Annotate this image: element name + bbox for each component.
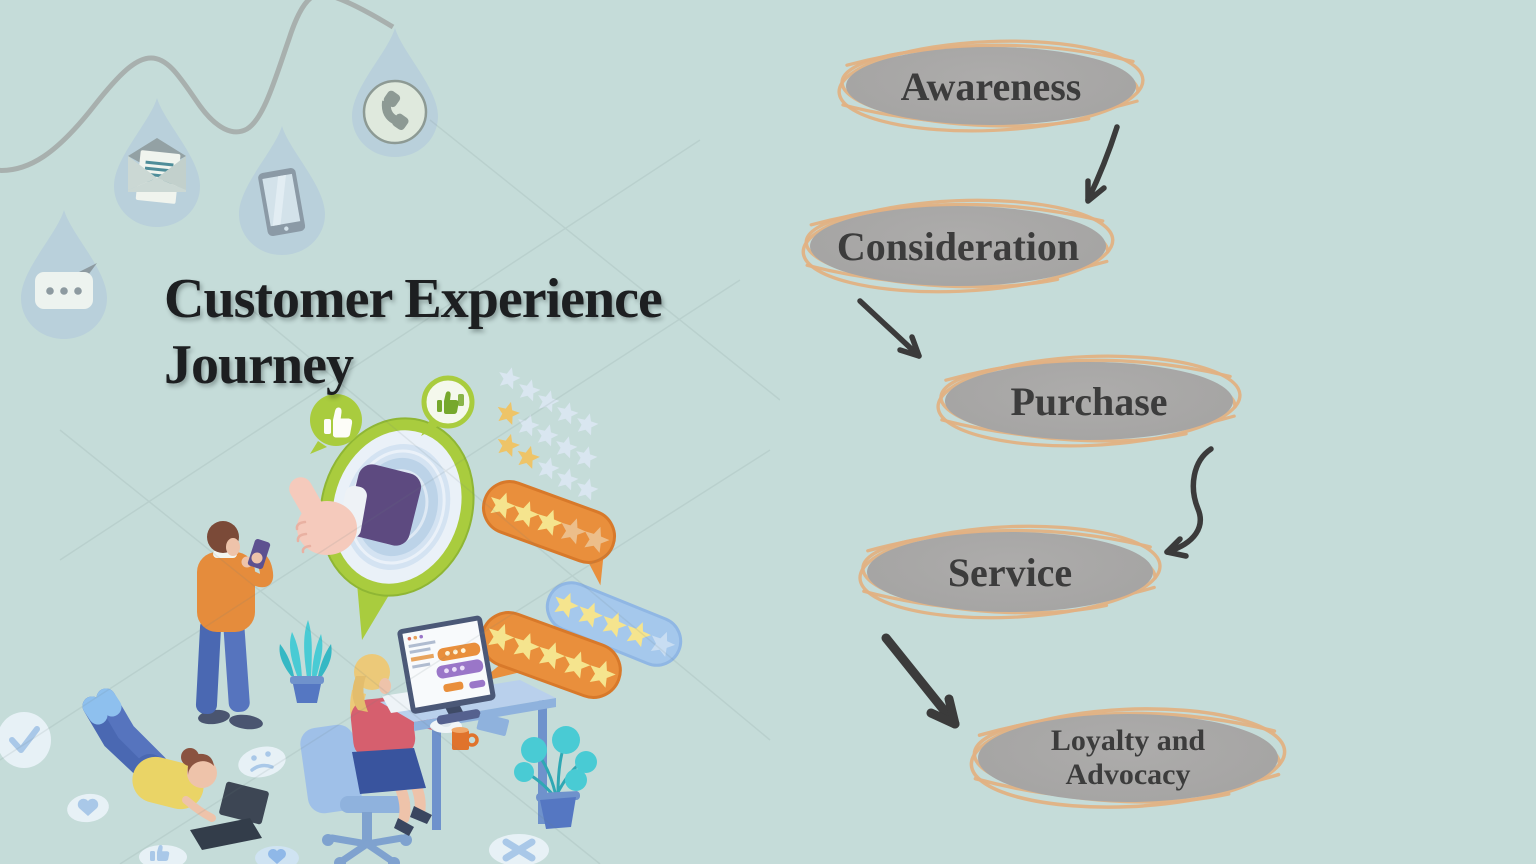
node-label: Loyalty and Advocacy: [1050, 724, 1206, 791]
node-ellipse: [945, 362, 1233, 440]
node-ellipse: [867, 532, 1153, 612]
thumb-icon: [139, 844, 187, 864]
heart-icon-filled: [255, 846, 299, 864]
tablet-icon: [239, 126, 325, 255]
potted-plant-aloe: [279, 620, 332, 703]
chat-dots-icon: [21, 210, 107, 339]
monitor: [397, 615, 496, 725]
rating-bubble-orange-3: [482, 480, 616, 586]
node-ellipse: [846, 47, 1136, 125]
cross-icon: [489, 834, 549, 864]
man-checking-phone: [195, 521, 274, 730]
arrow-consideration-to-purchase: [857, 298, 922, 359]
potted-plant-monstera: [514, 726, 597, 829]
woman-at-desk-with-monitor: [300, 654, 449, 864]
node-label: Purchase: [1010, 378, 1168, 424]
heart-icon: [67, 793, 109, 823]
girl-lying-with-laptop: [82, 688, 269, 850]
floor-reaction-icons: [0, 712, 549, 864]
phone-icon: [352, 28, 438, 157]
flow-node-awareness: Awareness: [837, 39, 1145, 133]
coffee-mug: [451, 727, 479, 750]
page-title: Customer Experience Journey: [164, 268, 663, 397]
thumbs-up-hand: [289, 477, 357, 555]
sad-face-icon: [238, 746, 286, 778]
watermark-lines: [0, 119, 780, 864]
flow-node-service: Service: [858, 524, 1162, 620]
node-ellipse: [978, 714, 1278, 802]
node-ellipse: [810, 206, 1106, 286]
email-icon: [114, 98, 200, 227]
arrow-service-to-loyalty: [881, 633, 960, 729]
node-label: Consideration: [836, 223, 1080, 269]
wavy-line: [0, 0, 395, 173]
flow-node-purchase: Purchase: [936, 354, 1242, 448]
notebook: [476, 713, 510, 736]
node-label: Awareness: [900, 63, 1082, 109]
flow-node-loyalty-advocacy: Loyalty and Advocacy: [969, 707, 1287, 809]
desk: [380, 615, 556, 830]
node-label: Service: [947, 549, 1073, 595]
check-icon: [0, 712, 51, 768]
arrow-purchase-to-service: [1164, 446, 1214, 559]
flow-node-consideration: Consideration: [801, 198, 1115, 294]
megaphone-thumbs-up: [289, 417, 475, 640]
thumbs-up-badge-icon: [310, 394, 362, 454]
customer-feedback-illustration: [0, 0, 780, 864]
feedback-bubble-icon: [421, 375, 475, 436]
